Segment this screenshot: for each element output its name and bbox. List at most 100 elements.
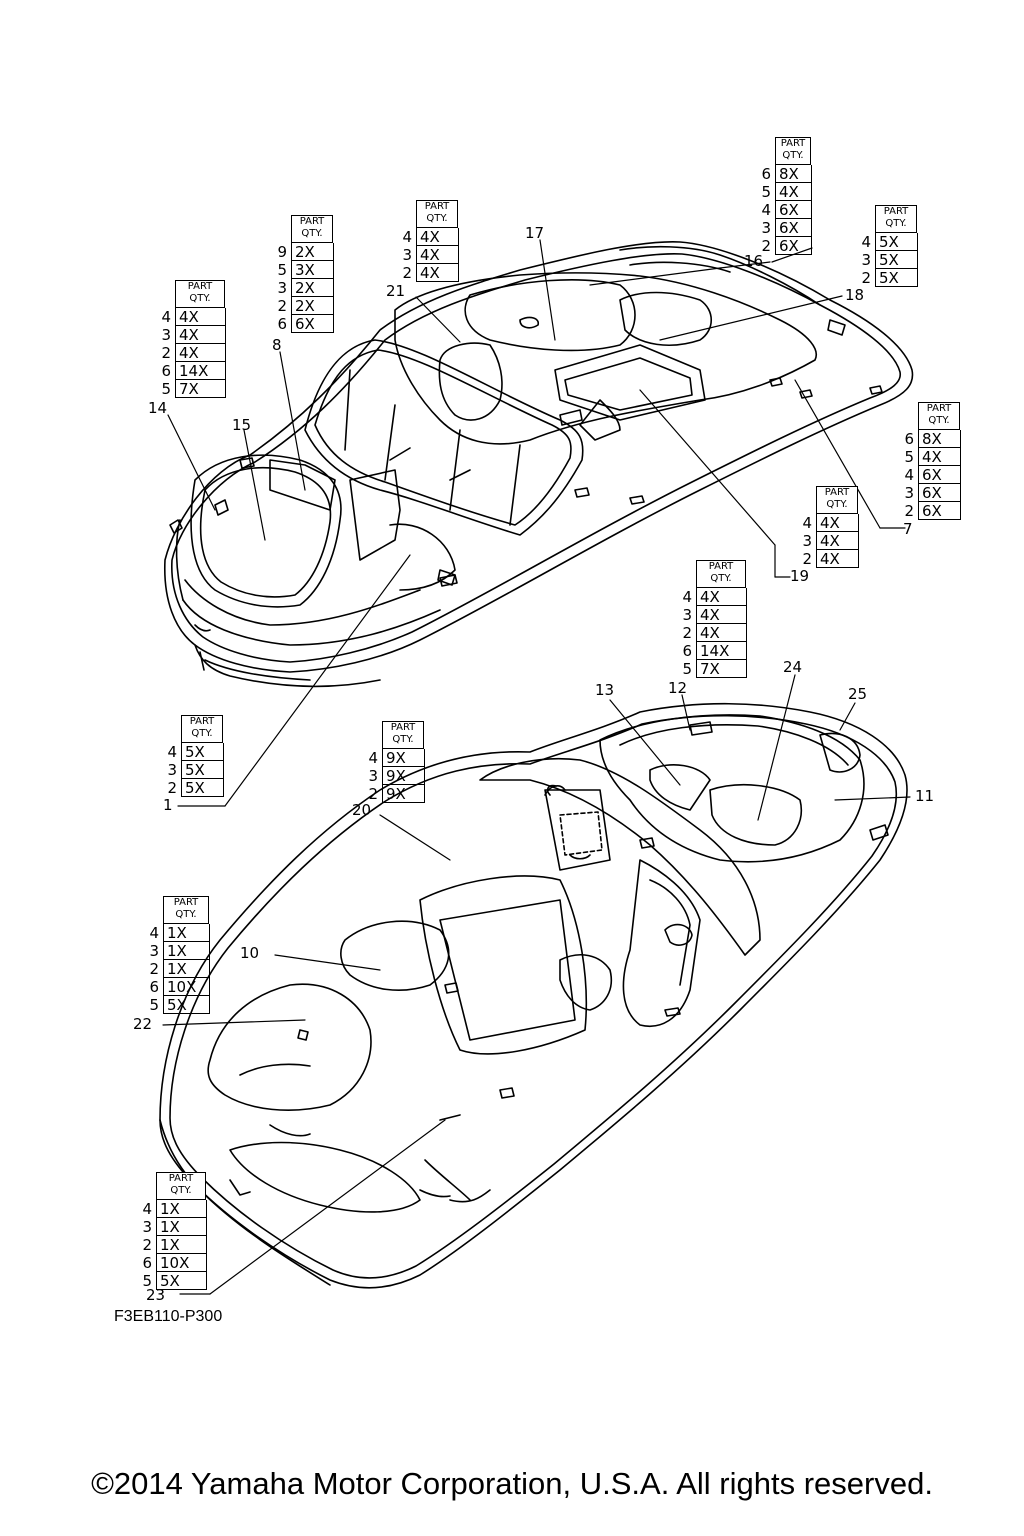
part-number: 3 (761, 219, 771, 237)
leader-lines (162, 239, 911, 1295)
part-quantity: 7X (696, 660, 747, 678)
part-number: 4 (142, 1200, 152, 1218)
callout-25: 25 (848, 685, 868, 703)
part-number: 2 (142, 1236, 152, 1254)
qty-table-header-part: PART (173, 897, 199, 908)
part-quantity: 7X (175, 380, 226, 398)
part-quantity: 14X (175, 362, 226, 380)
callout-22: 22 (133, 1015, 153, 1033)
part-number: 5 (142, 1272, 152, 1290)
part-number: 3 (149, 942, 159, 960)
part-quantity: 6X (918, 484, 961, 502)
qty-table-header-part: PART (390, 722, 416, 733)
part-quantity: 4X (416, 246, 459, 264)
part-number: 2 (682, 624, 692, 642)
part-quantity: 4X (816, 514, 859, 532)
part-quantity: 5X (181, 761, 224, 779)
part-number: 3 (904, 484, 914, 502)
part-quantity: 4X (416, 264, 459, 282)
part-number: 5 (904, 448, 914, 466)
part-number: 3 (161, 326, 171, 344)
qty-table-header-part: PART (708, 561, 734, 572)
part-number: 4 (149, 924, 159, 942)
qty-table-header-part: PART (189, 716, 215, 727)
part-quantity: 4X (696, 606, 747, 624)
qty-table-header-part: PART (424, 201, 450, 212)
part-quantity: 5X (156, 1272, 207, 1290)
part-quantity: 5X (163, 996, 210, 1014)
part-number: 2 (861, 269, 871, 287)
part-number: 3 (167, 761, 177, 779)
part-number: 5 (149, 996, 159, 1014)
part-number: 2 (149, 960, 159, 978)
part-quantity: 2X (291, 297, 334, 315)
part-quantity: 10X (156, 1254, 207, 1272)
part-quantity: 5X (875, 251, 918, 269)
qty-table-header-part: PART (824, 487, 850, 498)
part-quantity: 4X (175, 308, 226, 326)
qty-table-header-qty: QTY. (885, 218, 907, 229)
qty-table-header-qty: QTY. (782, 150, 804, 161)
part-number: 4 (761, 201, 771, 219)
callout-10: 10 (240, 944, 260, 962)
part-quantity: 3X (291, 261, 334, 279)
part-quantity: 4X (416, 228, 459, 246)
part-number: 5 (682, 660, 692, 678)
part-number: 5 (277, 261, 287, 279)
part-quantity: 6X (918, 466, 961, 484)
qty-table-header-part: PART (187, 281, 213, 292)
part-quantity: 4X (816, 532, 859, 550)
part-quantity: 6X (291, 315, 334, 333)
part-quantity: 5X (181, 779, 224, 797)
callout-18: 18 (845, 286, 865, 304)
part-number: 4 (904, 466, 914, 484)
part-quantity: 4X (918, 448, 961, 466)
part-number: 3 (861, 251, 871, 269)
callout-21: 21 (386, 282, 406, 300)
callout-7: 7 (903, 520, 913, 538)
callout-11: 11 (915, 787, 935, 805)
callout-1: 1 (163, 796, 173, 814)
upper-boat-hull (164, 241, 914, 688)
part-number: 4 (161, 308, 171, 326)
part-quantity: 4X (775, 183, 812, 201)
part-quantity: 8X (918, 430, 961, 448)
part-number: 3 (142, 1218, 152, 1236)
copyright-notice: ©2014 Yamaha Motor Corporation, U.S.A. A… (91, 1466, 933, 1501)
part-number: 4 (861, 233, 871, 251)
qty-table-header-qty: QTY. (301, 228, 323, 239)
qty-table-header-qty: QTY. (191, 728, 213, 739)
callout-24: 24 (783, 658, 803, 676)
part-number: 2 (161, 344, 171, 362)
part-number: 6 (761, 165, 771, 183)
callout-19: 19 (790, 567, 810, 585)
part-quantity: 6X (918, 502, 961, 520)
part-number: 2 (167, 779, 177, 797)
qty-table-header-qty: QTY. (189, 293, 211, 304)
part-quantity: 6X (775, 201, 812, 219)
callout-20: 20 (352, 801, 372, 819)
part-number: 6 (904, 430, 914, 448)
part-number: 4 (402, 228, 412, 246)
qty-table-header-qty: QTY. (170, 1185, 192, 1196)
part-number: 3 (682, 606, 692, 624)
part-number: 6 (682, 642, 692, 660)
part-number: 3 (368, 767, 378, 785)
part-quantity: 5X (875, 269, 918, 287)
part-quantity: 6X (775, 219, 812, 237)
part-quantity: 1X (163, 942, 210, 960)
part-number: 4 (167, 743, 177, 761)
qty-table-header-qty: QTY. (175, 909, 197, 920)
callout-23: 23 (146, 1286, 166, 1304)
part-number: 4 (682, 588, 692, 606)
part-quantity: 5X (875, 233, 918, 251)
part-quantity: 1X (163, 924, 210, 942)
figure-code: F3EB110-P300 (114, 1308, 223, 1325)
